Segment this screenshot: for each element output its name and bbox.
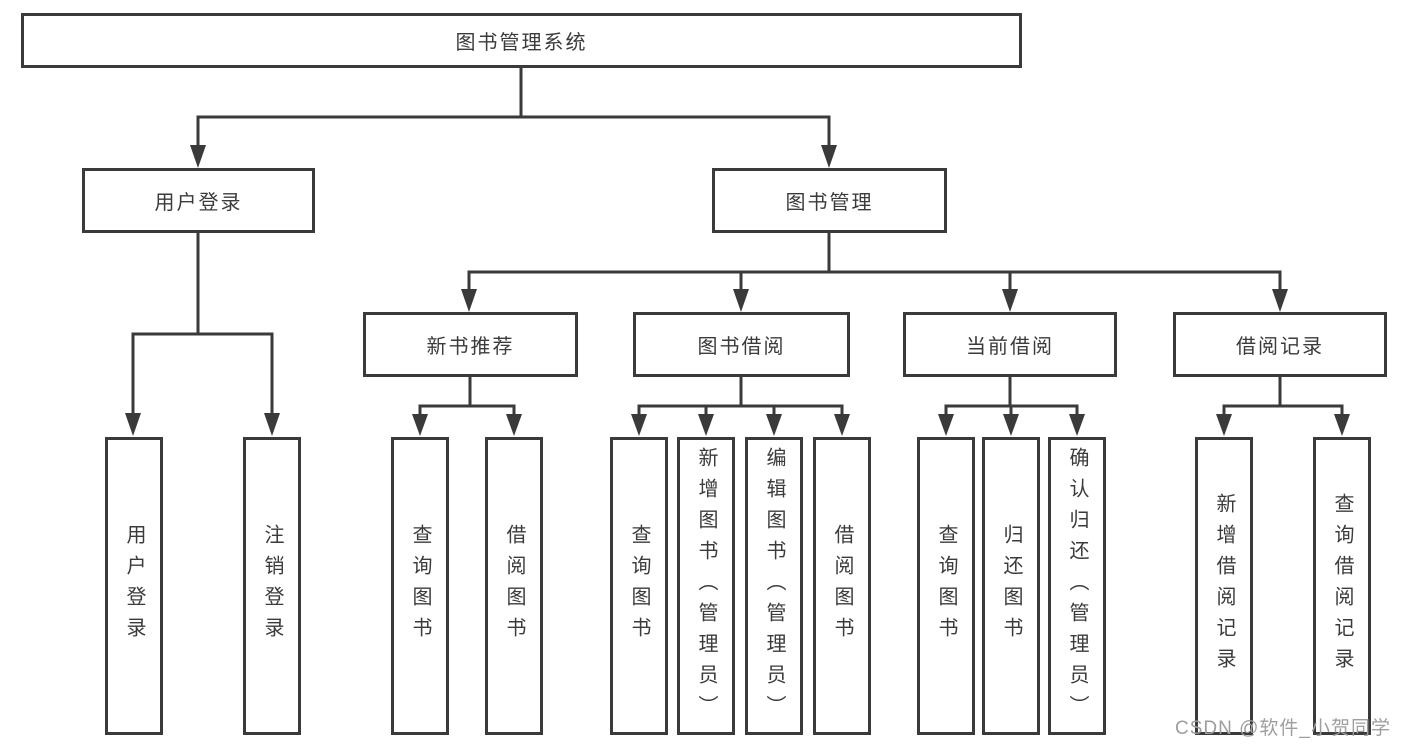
leaf-edit-book-admin: 编辑图书（管理员） — [745, 437, 803, 735]
leaf-query-books-borrow: 查询图书 — [610, 437, 668, 735]
node-new-book-recommend: 新书推荐 — [363, 312, 578, 377]
leaf-logout: 注销登录 — [243, 437, 301, 735]
leaf-borrow-books-recommend: 借阅图书 — [485, 437, 543, 735]
leaf-query-borrow-record: 查询借阅记录 — [1313, 437, 1371, 735]
leaf-user-login: 用户登录 — [105, 437, 163, 735]
csdn-watermark: CSDN @软件_小贺同学 — [1175, 718, 1391, 739]
node-book-management: 图书管理 — [712, 168, 947, 233]
leaf-return-book: 归还图书 — [982, 437, 1040, 735]
leaf-add-book-admin: 新增图书（管理员） — [677, 437, 735, 735]
node-user-login: 用户登录 — [82, 168, 315, 233]
leaf-add-borrow-record: 新增借阅记录 — [1195, 437, 1253, 735]
leaf-borrow-books-borrow: 借阅图书 — [813, 437, 871, 735]
node-book-borrow: 图书借阅 — [633, 312, 850, 377]
leaf-confirm-return-admin: 确认归还（管理员） — [1048, 437, 1106, 735]
node-current-borrow: 当前借阅 — [903, 312, 1117, 377]
leaf-query-books-current: 查询图书 — [917, 437, 975, 735]
leaf-query-books-recommend: 查询图书 — [391, 437, 449, 735]
node-borrow-records: 借阅记录 — [1173, 312, 1387, 377]
node-root-system: 图书管理系统 — [21, 13, 1022, 68]
